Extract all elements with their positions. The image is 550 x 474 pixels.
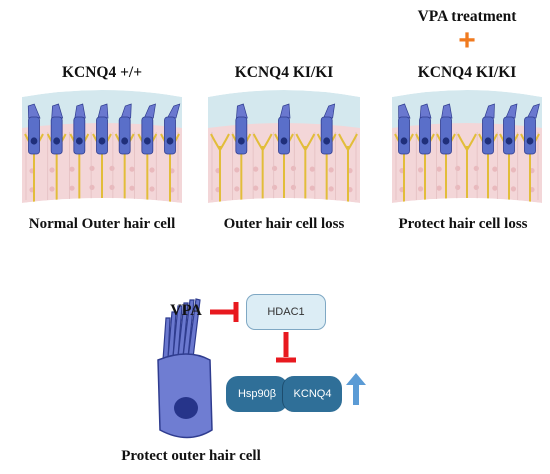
tissue-cell-dot [473, 184, 479, 190]
tissue-cell-dot [417, 186, 424, 192]
caption-protect: Protect hair cell loss [398, 216, 528, 232]
outer-hair-cell [27, 103, 41, 155]
tissue-cell-dot [492, 166, 498, 172]
supporting-cell [252, 133, 273, 203]
tissue-cell-dot [253, 166, 259, 172]
outer-hair-cell [164, 103, 181, 155]
protected-outer-hair-cell-icon [157, 298, 213, 439]
cochlea-panel-vpa [392, 90, 542, 203]
supporting-cell [338, 133, 358, 203]
tissue-cell-dot [510, 186, 517, 192]
vpa-inhibit-arrow [210, 302, 239, 322]
tissue-cell-dot [510, 167, 517, 173]
tissue-cell-dot [129, 185, 135, 191]
hsp90b-box: Hsp90β [226, 376, 288, 412]
tissue-cell-dot [49, 186, 55, 192]
tissue-cell-dot [89, 184, 95, 190]
outer-hair-cell [398, 103, 411, 155]
outer-hair-cell [96, 103, 109, 155]
outer-hair-cell [118, 103, 132, 155]
outer-hair-cell [278, 103, 291, 155]
genotype-label-wildtype: KCNQ4 +/+ [61, 64, 143, 81]
tissue-cell-dot [109, 165, 115, 171]
tissue-cell-dot [328, 186, 334, 192]
tissue-cell-dot [149, 186, 155, 192]
tissue-cell-dot [492, 185, 498, 191]
tissue-cell-dot [436, 166, 442, 172]
plus-symbol: + [458, 24, 476, 57]
caption-loss: Outer hair cell loss [223, 216, 345, 232]
vpa-label: VPA [170, 302, 202, 319]
outer-hair-cell [73, 103, 86, 155]
outer-hair-cell [50, 103, 64, 155]
protect-cell-caption: Protect outer hair cell [121, 448, 261, 464]
tissue-cell-dot [328, 167, 334, 173]
tissue-cell-dot [271, 165, 278, 171]
outer-hair-cell [419, 103, 432, 155]
tissue-cell-dot [417, 167, 424, 173]
outer-hair-cell [482, 103, 495, 155]
supporting-cell [295, 133, 316, 203]
outer-hair-cell [235, 103, 248, 155]
caption-normal: Normal Outer hair cell [28, 216, 176, 232]
tissue-cell-dot [89, 165, 95, 171]
tissue-cell-dot [309, 166, 315, 172]
tissue-cell-dot [129, 166, 135, 172]
tissue-cell-dot [109, 184, 115, 190]
tissue-cell-dot [253, 185, 259, 191]
supporting-cell [457, 133, 477, 203]
vpa-treatment-label: VPA treatment [417, 8, 517, 25]
tissue-cell-dot [69, 166, 75, 172]
tissue-cell-dot [473, 165, 479, 171]
tissue-cell-dot [234, 167, 240, 173]
outer-hair-cell [440, 103, 453, 155]
outer-hair-cell [524, 103, 540, 155]
tissue-cell-dot [234, 186, 240, 192]
genotype-label-knockin: KCNQ4 KI/KI [234, 64, 334, 81]
tissue-cell-dot [271, 184, 278, 190]
tissue-cell-dot [290, 184, 297, 190]
hdac1-box: HDAC1 [246, 294, 326, 330]
tissue-cell-dot [455, 184, 461, 190]
tissue-cell-dot [309, 185, 315, 191]
upregulation-arrow [346, 373, 366, 405]
tissue-cell-dot [49, 167, 55, 173]
tissue-cell-dot [149, 167, 155, 173]
genotype-label-knockin-vpa: KCNQ4 KI/KI [417, 64, 517, 81]
outer-hair-cell [320, 103, 336, 155]
tissue-cell-dot [290, 165, 297, 171]
hdac-inhibit-arrow [276, 332, 296, 363]
supporting-cell [210, 133, 230, 203]
outer-hair-cell [141, 103, 156, 155]
cochlea-panel-normal [22, 90, 182, 203]
tissue-cell-dot [455, 165, 461, 171]
cochlea-panel-ki [208, 90, 360, 203]
kcnq4-box: KCNQ4 [282, 376, 342, 412]
tissue-cell-dot [69, 185, 75, 191]
tissue-cell-dot [436, 185, 442, 191]
outer-hair-cell [503, 103, 518, 155]
